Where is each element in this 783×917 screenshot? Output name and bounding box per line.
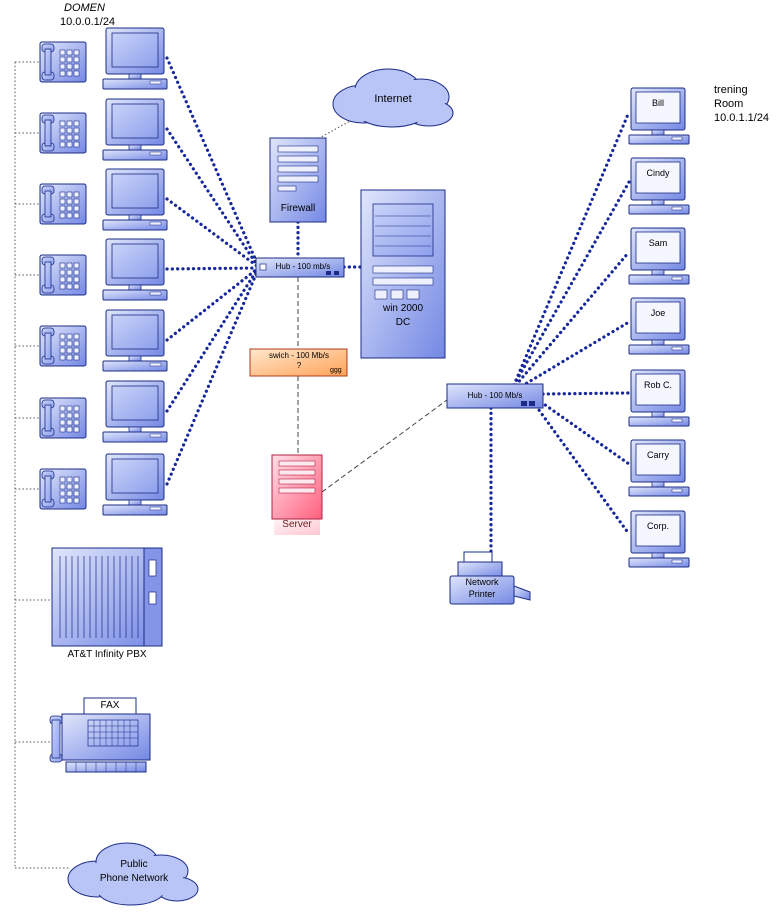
link-line [165,127,259,267]
link-line [541,391,631,396]
server-icon [271,454,323,535]
lan-links [165,56,631,562]
link-line [165,267,259,342]
switch-note: ggg [330,367,342,374]
internet-cloud-icon [332,68,454,128]
fax-label: FAX [100,700,120,711]
printer-label-line2: Printer [468,589,496,599]
firewall-label: Firewall [280,203,316,214]
computer-name-label: Carry [647,450,669,460]
link-line [165,268,259,413]
firewall-icon [269,137,327,223]
link-line [512,180,631,387]
trening-room-line2: Room [714,98,744,110]
domain-subnet-label: 10.0.0.1/24 [60,16,116,28]
dc-label-line1: win 2000 [382,303,424,314]
computer-name-label: Sam [648,238,668,248]
link-line [539,400,631,466]
right-hub-label: Hub - 100 Mb/s [467,391,523,400]
hub-icon [446,383,544,409]
pbx-icon [51,547,163,647]
fax-icon [49,697,151,773]
pbx-label: AT&T Infinity PBX [67,649,147,660]
tower-server-icon [360,189,446,359]
switch-label: swich - 100 Mb/s [268,351,330,360]
computer-name-label: Corp. [646,521,670,531]
left-hub-label: Hub - 100 mb/s [275,262,331,271]
printer-icon [449,551,531,605]
link-line [520,320,631,388]
hub-icon [255,257,345,278]
server-hub2-line [321,399,448,493]
server-label: Server [282,519,312,530]
switch-question: ? [296,361,302,370]
link-line [165,266,259,271]
phone-network-cloud-icon [67,842,199,906]
phone-cloud-line1: Public [120,859,148,870]
printer-label-line1: Network [465,577,499,587]
switch-icon [249,348,348,377]
computer-name-label: Rob C. [643,380,673,390]
dc-label-line2: DC [395,317,411,328]
computer-name-label: Bill [651,98,665,108]
link-line [512,110,631,387]
link-line [165,56,259,265]
computer-name-label: Cindy [646,168,670,178]
domain-name-label: DOMEN [64,2,105,14]
trening-room-line1: trening [714,84,748,96]
computer-name-label: Joe [650,308,666,318]
internet-label: Internet [374,93,412,105]
link-line [165,270,259,486]
trening-room-line3: 10.0.1.1/24 [714,112,770,124]
backbone-dashed-links [297,277,448,493]
phone-cloud-line2: Phone Network [99,873,169,884]
link-line [534,404,631,536]
